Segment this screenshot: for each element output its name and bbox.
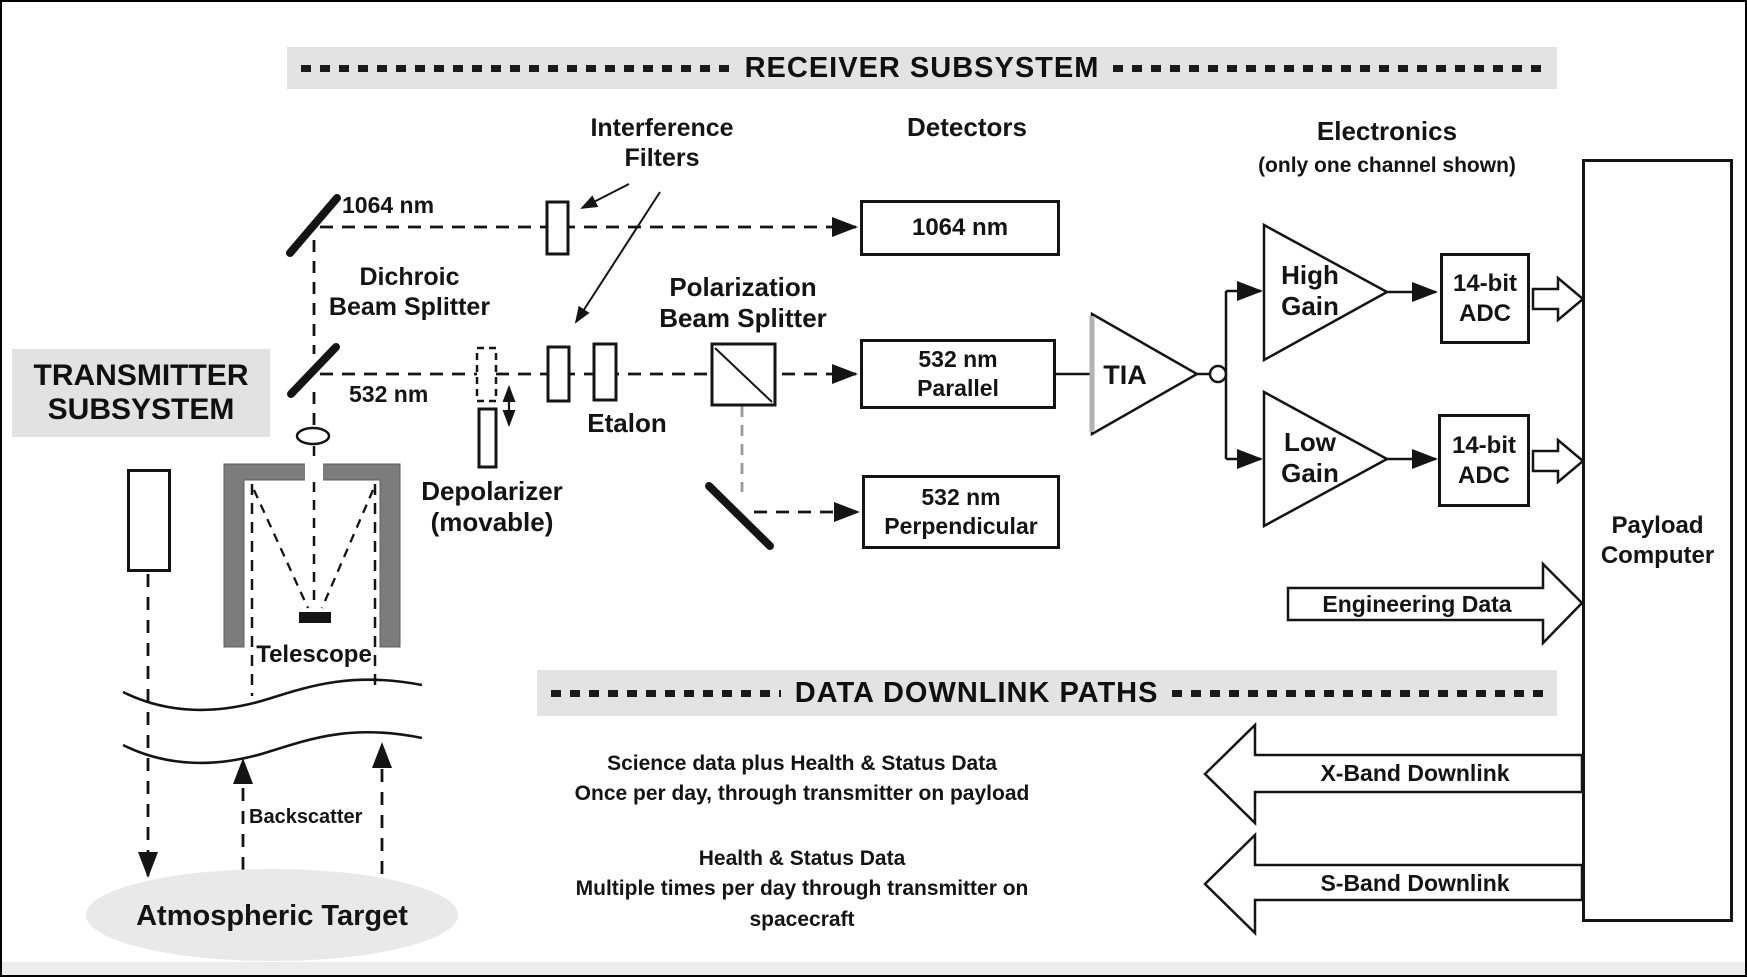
laser-box — [127, 469, 171, 572]
tia-label: TIA — [1103, 360, 1147, 390]
data-downlink-header: DATA DOWNLINK PATHS — [537, 670, 1557, 716]
bottom-margin-strip — [2, 962, 1745, 975]
atmospheric-target-ellipse — [86, 869, 458, 961]
atmospheric-target-label: Atmospheric Target — [136, 900, 408, 932]
adc2-to-payload-arrow — [1531, 437, 1585, 485]
interference-filters-label: Interference Filters — [590, 114, 734, 172]
adc-low-box: 14-bit ADC — [1438, 414, 1530, 507]
signal-split-node — [1208, 364, 1228, 384]
adc1-to-payload-arrow — [1531, 275, 1585, 323]
engineering-data-arrow — [1286, 560, 1584, 647]
wavelength-532-label: 532 nm — [349, 381, 429, 407]
filters-pointer-long — [574, 191, 661, 324]
dichroic-mirror — [287, 343, 340, 398]
pbs-diagonal — [714, 347, 773, 403]
etalon-label: Etalon — [587, 408, 667, 438]
dichroic-beam-splitter-label: Dichroic Beam Splitter — [328, 263, 491, 321]
telescope-cone-left — [252, 489, 310, 609]
sband-downlink-arrow — [1203, 832, 1584, 936]
fold-mirror-perpendicular — [705, 482, 774, 550]
backscatter-label: Backscatter — [249, 806, 363, 828]
receiver-subsystem-header: RECEIVER SUBSYSTEM — [287, 47, 1557, 89]
wavelength-1064-label: 1064 nm — [342, 192, 435, 218]
interference-filter-1064 — [545, 200, 570, 256]
adc-high-box: 14-bit ADC — [1440, 253, 1530, 344]
electronics-subheading: (only one channel shown) — [1258, 154, 1516, 177]
etalon-element — [592, 342, 618, 402]
transmit-lens — [295, 426, 331, 446]
depolarizer-stowed — [477, 407, 498, 469]
interference-filter-532 — [546, 345, 571, 403]
depolarizer-label: Depolarizer (movable) — [421, 476, 563, 537]
transmitter-subsystem-label: TRANSMITTER SUBSYSTEM — [12, 349, 270, 437]
payload-computer-box: Payload Computer — [1582, 159, 1733, 922]
depolarizer-inserted-dashed — [475, 346, 498, 403]
low-gain-amplifier — [1262, 389, 1390, 529]
telescope-label: Telescope — [256, 641, 372, 668]
telescope-cone-right — [320, 489, 375, 609]
data-downlink-title: DATA DOWNLINK PATHS — [794, 676, 1159, 709]
telescope-secondary-mirror — [299, 612, 331, 623]
header-dash-right — [1172, 689, 1543, 697]
receiver-subsystem-title: RECEIVER SUBSYSTEM — [744, 51, 1100, 84]
detector-532-parallel-box: 532 nm Parallel — [860, 339, 1056, 409]
filters-pointer-short — [580, 183, 630, 209]
low-gain-label: Low Gain — [1281, 427, 1339, 488]
header-dash-left — [301, 64, 731, 72]
detectors-heading: Detectors — [907, 112, 1027, 142]
header-dash-right — [1113, 64, 1544, 72]
polarization-beam-splitter-label: Polarization Beam Splitter — [659, 272, 827, 333]
engineering-data-label: Engineering Data — [1322, 591, 1512, 617]
wavy-line-lower — [122, 730, 423, 765]
xband-downlink-arrow — [1203, 722, 1584, 826]
telescope-entry-notch — [305, 463, 323, 481]
detector-532-perpendicular-box: 532 nm Perpendicular — [862, 475, 1060, 549]
detector-1064-box: 1064 nm — [860, 200, 1060, 256]
fold-mirror-1064 — [286, 194, 341, 257]
high-gain-amplifier — [1262, 222, 1390, 363]
header-dash-left — [551, 689, 781, 697]
sband-downlink-label: S-Band Downlink — [1320, 870, 1510, 896]
telescope-structure — [223, 463, 401, 648]
electronics-heading: Electronics — [1316, 116, 1458, 146]
high-gain-label: High Gain — [1281, 260, 1339, 321]
xband-science-note: Science data plus Health & Status Data O… — [574, 752, 1030, 806]
sband-health-note: Health & Status Data Multiple times per … — [575, 847, 1029, 931]
xband-downlink-label: X-Band Downlink — [1320, 760, 1510, 786]
wavy-line-upper — [122, 678, 423, 712]
